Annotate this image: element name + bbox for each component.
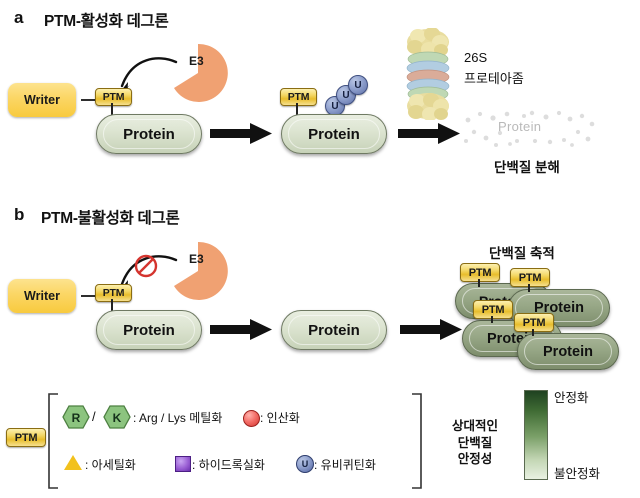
ptm-stem-b1 (111, 299, 113, 313)
ptm-tag-cluster-2-label: PTM (518, 271, 542, 284)
legend-text-acetylation: : 아세틸화 (85, 458, 136, 472)
ptm-stem-cluster-1 (478, 279, 480, 287)
protein-capsule-cluster-4[interactable]: Protein (517, 333, 619, 370)
legend-separator: / (92, 409, 96, 424)
stability-top-label: 안정화 (554, 391, 589, 405)
stability-bottom-label: 불안정화 (554, 467, 601, 481)
ubiquitin-2-label: U (342, 89, 350, 101)
protein-label-b1: Protein (123, 321, 175, 339)
ptm-tag-cluster-2[interactable]: PTM (510, 268, 550, 287)
legend-ub-symbol: U (301, 459, 309, 469)
legend-bracket-right (412, 393, 422, 489)
protein-fragments-icon (464, 110, 595, 147)
protein-label-a2: Protein (308, 125, 360, 143)
stability-title-line3: 안정성 (457, 452, 493, 466)
ptm-tag-b1-label: PTM (102, 287, 125, 299)
purple-square-icon (175, 456, 191, 472)
ptm-stem-a1 (111, 103, 113, 117)
ptm-tag-a2[interactable]: PTM (280, 88, 317, 106)
proteasome-26s-icon (406, 28, 450, 120)
legend-bracket-left (48, 393, 58, 489)
panel-a-title: PTM-활성화 데그론 (44, 13, 169, 30)
legend-text-phosphorylation: : 인산화 (260, 411, 300, 425)
yellow-triangle-icon (64, 455, 82, 470)
ptm-tag-cluster-4[interactable]: PTM (514, 313, 554, 332)
blue-circle-U-icon: U (296, 455, 314, 473)
ptm-tag-a1[interactable]: PTM (95, 88, 132, 106)
protein-label-b2: Protein (308, 321, 360, 339)
ubiquitin-1-label: U (331, 100, 339, 112)
legend-ptm-tag: PTM (6, 428, 46, 447)
legend-text-hydroxylation: : 하이드록실화 (192, 458, 265, 472)
writer-label-b: Writer (24, 289, 60, 303)
stability-title-line1: 상대적인 (451, 419, 498, 433)
ptm-tag-cluster-1[interactable]: PTM (460, 263, 500, 282)
legend-text-methylation: : Arg / Lys 메틸화 (133, 411, 223, 425)
protein-capsule-a2[interactable]: Protein (281, 114, 387, 154)
panel-b-letter: b (14, 205, 25, 224)
e3-label-a: E3 (189, 54, 204, 68)
ptm-stem-cluster-4 (532, 329, 534, 336)
legend-ptm-label: PTM (14, 431, 38, 444)
degraded-protein-label: Protein (498, 119, 542, 134)
ptm-tag-a2-label: PTM (287, 91, 310, 103)
e3-ligase-b[interactable] (168, 240, 228, 302)
svg-text:K: K (113, 411, 122, 425)
ptm-stem-a2 (296, 103, 298, 117)
protein-capsule-b1[interactable]: Protein (96, 310, 202, 350)
legend-text-ubiquitination: : 유비퀴틴화 (314, 458, 376, 472)
ptm-tag-cluster-1-label: PTM (468, 266, 492, 279)
protein-label-a1: Protein (123, 125, 175, 143)
ptm-tag-cluster-3-label: PTM (481, 303, 505, 316)
process-arrow-b1 (210, 319, 272, 340)
stability-gradient-bar (524, 390, 548, 480)
ptm-tag-cluster-4-label: PTM (522, 316, 546, 329)
ptm-tag-b1[interactable]: PTM (95, 284, 132, 302)
protein-capsule-a1[interactable]: Protein (96, 114, 202, 154)
red-circle-icon (243, 410, 260, 427)
proteasome-label-line1: 26S (464, 50, 488, 65)
svg-text:R: R (72, 411, 81, 425)
writer-label-a: Writer (24, 93, 60, 107)
hexagon-K-icon: K (103, 405, 131, 429)
outcome-label-b: 단백질 축적 (489, 246, 555, 261)
ubiquitin-3-label: U (354, 79, 362, 91)
process-arrow-a1 (210, 123, 272, 144)
no-entry-icon (134, 254, 158, 278)
proteasome-label-line2: 프로테아좀 (464, 71, 524, 86)
e3-ligase-a[interactable] (168, 42, 228, 104)
stability-title-line2: 단백질 (457, 435, 493, 450)
ptm-tag-a1-label: PTM (102, 91, 125, 103)
protein-label-cluster-2: Protein (534, 300, 584, 316)
protein-capsule-b2[interactable]: Protein (281, 310, 387, 350)
outcome-label-a: 단백질 분해 (494, 160, 560, 175)
ubiquitin-3: U (348, 75, 368, 95)
ptm-stem-cluster-3 (491, 316, 493, 323)
hexagon-R-icon: R (62, 405, 90, 429)
e3-label-b: E3 (189, 252, 204, 266)
panel-b-title: PTM-불활성화 데그론 (41, 210, 180, 227)
ptm-tag-cluster-3[interactable]: PTM (473, 300, 513, 319)
protein-label-cluster-4: Protein (543, 343, 593, 360)
writer-box-a[interactable]: Writer (8, 83, 76, 117)
stability-scale-title: 상대적인 단백질 안정성 (434, 418, 516, 468)
panel-a-letter: a (14, 8, 24, 27)
process-arrow-a2 (398, 123, 460, 144)
ptm-stem-cluster-2 (528, 284, 530, 292)
process-arrow-b2 (400, 319, 462, 340)
writer-box-b[interactable]: Writer (8, 279, 76, 313)
